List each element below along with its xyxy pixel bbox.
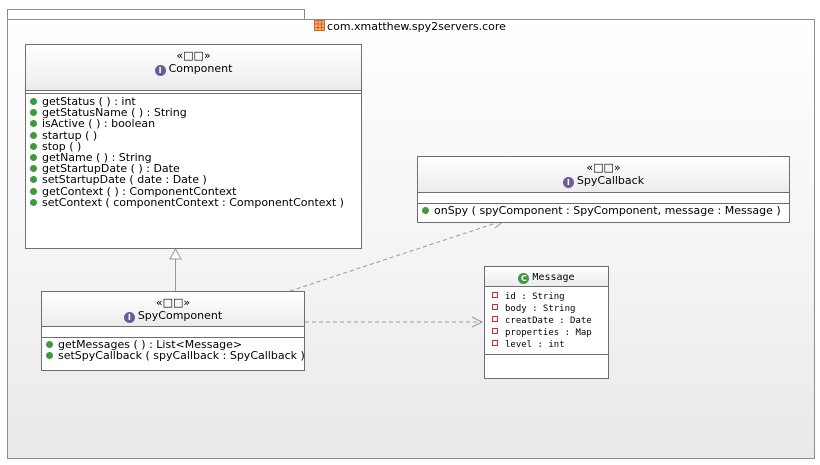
public-operation-icon: [30, 131, 37, 139]
operation-signature: getStatus ( ) : int: [42, 95, 136, 108]
public-operation-icon: [30, 153, 37, 161]
operation-row[interactable]: getName ( ) : String: [30, 152, 361, 163]
attribute-row[interactable]: body : String: [490, 303, 608, 315]
attribute-row[interactable]: creatDate : Date: [490, 315, 608, 327]
spycallback-operations: onSpy ( spyComponent : SpyComponent, mes…: [418, 204, 789, 216]
public-operation-icon: [30, 109, 37, 117]
interface-icon: I: [123, 312, 135, 323]
operation-row[interactable]: setContext ( componentContext : Componen…: [30, 197, 361, 208]
interface-icon: I: [154, 65, 166, 76]
operation-row[interactable]: isActive ( ) : boolean: [30, 118, 361, 129]
spycomponent-operations: getMessages ( ) : List<Message> setSpyCa…: [42, 338, 305, 363]
attribute-signature: id : String: [505, 292, 565, 302]
attribute-row[interactable]: properties : Map: [490, 327, 608, 339]
component-attributes-compartment: [26, 91, 361, 94]
public-operation-icon: [30, 198, 37, 206]
attribute-signature: creatDate : Date: [505, 316, 592, 326]
public-operation-icon: [30, 165, 37, 173]
public-operation-icon: [30, 142, 37, 150]
spycomponent-attributes-compartment: [42, 327, 304, 338]
spycallback-stereotype: «□□»: [586, 161, 621, 174]
private-attribute-icon: [492, 328, 498, 334]
public-operation-icon: [30, 120, 37, 128]
operation-signature: isActive ( ) : boolean: [42, 117, 156, 131]
operation-row[interactable]: onSpy ( spyComponent : SpyComponent, mes…: [422, 205, 789, 216]
package-tab: [7, 9, 305, 20]
private-attribute-icon: [492, 292, 498, 298]
operation-row[interactable]: setStartupDate ( date : Date ): [30, 174, 361, 185]
message-name: Message: [532, 272, 575, 283]
operation-signature: getMessages ( ) : List<Message>: [58, 338, 243, 351]
attribute-signature: properties : Map: [505, 328, 592, 338]
component-operations: getStatus ( ) : int getStatusName ( ) : …: [26, 94, 361, 208]
public-operation-icon: [46, 352, 53, 360]
package-title: com.xmatthew.spy2servers.core: [0, 20, 820, 33]
public-operation-icon: [422, 207, 429, 214]
operation-row[interactable]: setSpyCallback ( spyCallback : SpyCallba…: [46, 349, 305, 363]
attribute-signature: level : int: [505, 340, 565, 350]
class-icon: C: [518, 273, 530, 284]
operation-row[interactable]: getStartupDate ( ) : Date: [30, 163, 361, 174]
private-attribute-icon: [492, 340, 498, 346]
operation-signature: setContext ( componentContext : Componen…: [42, 195, 344, 209]
private-attribute-icon: [492, 304, 498, 310]
operation-signature: getStartupDate ( ) : Date: [42, 162, 180, 176]
spycallback-attributes-compartment: [418, 193, 789, 204]
public-operation-icon: [46, 341, 53, 348]
public-operation-icon: [30, 98, 37, 105]
attribute-signature: body : String: [505, 304, 576, 314]
component-stereotype: «□□»: [176, 49, 211, 62]
operation-row[interactable]: stop ( ): [30, 141, 361, 152]
package-name: com.xmatthew.spy2servers.core: [327, 20, 506, 33]
operation-row[interactable]: getMessages ( ) : List<Message>: [46, 339, 304, 350]
attribute-row[interactable]: level : int: [490, 339, 608, 351]
operation-row[interactable]: getContext ( ) : ComponentContext: [30, 184, 361, 198]
operation-row[interactable]: startup ( ): [30, 128, 361, 142]
component-name: Component: [168, 62, 233, 75]
operation-signature: stop ( ): [42, 139, 82, 153]
operation-signature: startup ( ): [42, 128, 98, 142]
spycomponent-stereotype: «□□»: [155, 296, 191, 309]
spycomponent-name: SpyComponent: [137, 309, 223, 322]
operation-signature: onSpy ( spyComponent : SpyComponent, mes…: [434, 204, 781, 217]
operation-signature: getContext ( ) : ComponentContext: [42, 184, 237, 198]
attribute-row[interactable]: id : String: [490, 291, 608, 303]
interface-icon: I: [562, 177, 574, 188]
public-operation-icon: [30, 187, 37, 195]
spycallback-name: SpyCallback: [576, 174, 645, 187]
package-icon: [314, 20, 326, 31]
operation-signature: setSpyCallback ( spyCallback : SpyCallba…: [58, 349, 305, 363]
message-attributes: id : String body : String creatDate : Da…: [485, 287, 608, 355]
operation-signature: getStatusName ( ) : String: [42, 106, 187, 120]
public-operation-icon: [30, 176, 37, 184]
operation-row[interactable]: getStatus ( ) : int: [30, 96, 361, 107]
private-attribute-icon: [492, 316, 498, 322]
operation-signature: setStartupDate ( date : Date ): [42, 173, 207, 187]
operation-signature: getName ( ) : String: [42, 150, 152, 164]
operation-row[interactable]: getStatusName ( ) : String: [30, 107, 361, 118]
